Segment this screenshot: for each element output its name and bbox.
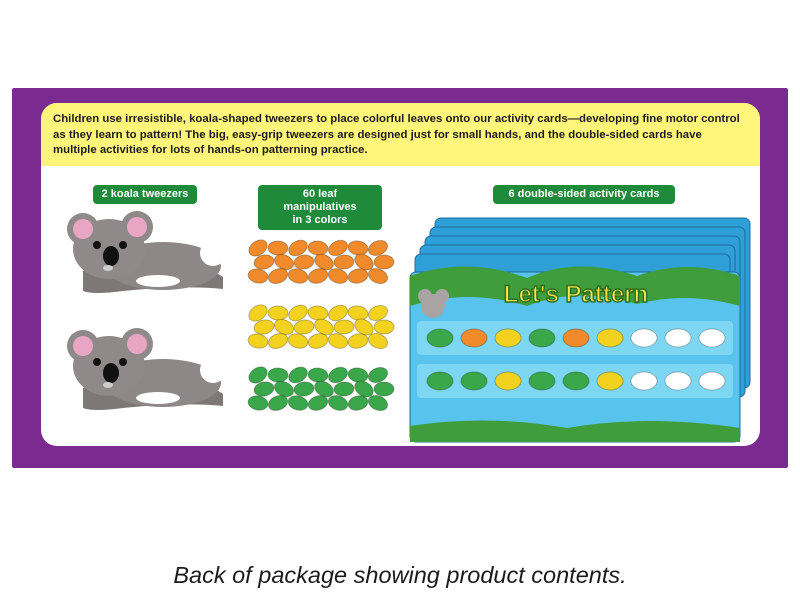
yellow-leaf bbox=[287, 333, 309, 349]
green-leaf bbox=[327, 395, 349, 411]
orange-leaf bbox=[373, 254, 395, 270]
card-leaf-slot bbox=[630, 371, 658, 391]
package-back: Children use irresistible, koala-shaped … bbox=[12, 88, 788, 468]
card-leaf-slot bbox=[528, 328, 556, 348]
green-leaf bbox=[328, 366, 348, 384]
green-leaf bbox=[247, 395, 269, 411]
yellow-leaf bbox=[307, 305, 329, 321]
orange-leaf bbox=[287, 268, 309, 284]
yellow-leaf bbox=[328, 304, 348, 322]
green-leaf bbox=[267, 367, 289, 383]
card-title: Let's Pattern bbox=[503, 280, 649, 308]
card-leaf-slot bbox=[460, 328, 488, 348]
orange-leaf bbox=[293, 254, 315, 270]
orange-leaf bbox=[267, 268, 289, 284]
koala-tweezer-bottom bbox=[67, 328, 226, 410]
green-leaf bbox=[248, 366, 268, 384]
yellow-leaf bbox=[354, 318, 374, 336]
label-leaves-line1: 60 leaf manipulatives bbox=[283, 188, 357, 213]
green-leaf bbox=[347, 395, 369, 411]
yellow-leaf bbox=[367, 304, 389, 322]
orange-leaf bbox=[367, 267, 389, 285]
yellow-leaf bbox=[333, 319, 355, 335]
green-leaf bbox=[373, 381, 395, 397]
card-leaf-slot bbox=[528, 371, 556, 391]
green-leaf bbox=[267, 395, 289, 411]
card-leaf-slot bbox=[426, 328, 454, 348]
card-leaf-slot bbox=[698, 371, 726, 391]
yellow-leaf bbox=[347, 333, 369, 349]
label-leaf-manipulatives: 60 leaf manipulatives in 3 colors bbox=[258, 185, 382, 230]
orange-leaf bbox=[307, 240, 329, 256]
koala-tweezer-top bbox=[67, 211, 226, 293]
yellow-leaf bbox=[367, 332, 389, 350]
yellow-leaf bbox=[307, 333, 329, 349]
orange-leaf bbox=[267, 240, 289, 256]
card-leaf-slot bbox=[698, 328, 726, 348]
yellow-leaf bbox=[267, 305, 289, 321]
orange-leaf bbox=[248, 239, 268, 257]
yellow-leaf bbox=[314, 318, 334, 336]
green-leaf bbox=[288, 366, 308, 384]
yellow-leaf bbox=[373, 319, 395, 335]
card-leaf-slot bbox=[596, 371, 624, 391]
yellow-leaf bbox=[347, 305, 369, 321]
card-leaf-slot bbox=[562, 371, 590, 391]
image-caption: Back of package showing product contents… bbox=[173, 562, 627, 588]
card-pattern-row-1 bbox=[426, 328, 726, 348]
green-leaf bbox=[273, 380, 295, 398]
green-leaf bbox=[314, 380, 334, 398]
card-leaf-slot bbox=[494, 371, 522, 391]
label-activity-cards: 6 double-sided activity cards bbox=[493, 185, 675, 204]
yellow-leaf bbox=[267, 333, 289, 349]
yellow-leaf bbox=[293, 319, 315, 335]
card-leaf-slot bbox=[460, 371, 488, 391]
leaf-pile-orange bbox=[247, 239, 395, 285]
green-leaf bbox=[253, 381, 275, 397]
leaf-pile-yellow bbox=[247, 304, 395, 350]
card-leaf-slot bbox=[596, 328, 624, 348]
yellow-leaf bbox=[327, 333, 349, 349]
orange-leaf bbox=[273, 253, 295, 271]
orange-leaf bbox=[333, 254, 355, 270]
green-leaf bbox=[354, 380, 374, 398]
leaf-pile-green bbox=[247, 366, 395, 412]
green-leaf bbox=[307, 367, 329, 383]
card-leaf-slot bbox=[664, 328, 692, 348]
orange-leaf bbox=[328, 239, 348, 257]
green-leaf bbox=[347, 367, 369, 383]
green-leaf bbox=[367, 366, 389, 384]
label-koala-tweezers: 2 koala tweezers bbox=[93, 185, 197, 204]
contents-panel: Children use irresistible, koala-shaped … bbox=[41, 103, 760, 446]
yellow-leaf bbox=[247, 333, 269, 349]
card-pattern-row-2 bbox=[426, 371, 726, 391]
orange-leaf bbox=[314, 253, 334, 271]
orange-leaf bbox=[247, 268, 269, 284]
green-leaf bbox=[293, 381, 315, 397]
label-leaves-line2: in 3 colors bbox=[292, 214, 348, 226]
orange-leaf bbox=[288, 239, 308, 257]
card-leaf-slot bbox=[630, 328, 658, 348]
yellow-leaf bbox=[273, 318, 295, 336]
orange-leaf bbox=[347, 268, 369, 284]
green-leaf bbox=[287, 395, 309, 411]
yellow-leaf bbox=[288, 304, 308, 322]
orange-leaf bbox=[327, 268, 349, 284]
card-leaf-slot bbox=[562, 328, 590, 348]
green-leaf bbox=[333, 381, 355, 397]
green-leaf bbox=[367, 394, 389, 412]
green-leaf bbox=[307, 395, 329, 411]
card-leaf-slot bbox=[664, 371, 692, 391]
yellow-leaf bbox=[248, 304, 268, 322]
intro-text: Children use irresistible, koala-shaped … bbox=[41, 103, 760, 166]
orange-leaf bbox=[354, 253, 374, 271]
card-leaf-slot bbox=[426, 371, 454, 391]
orange-leaf bbox=[347, 240, 369, 256]
orange-leaf bbox=[367, 239, 389, 257]
orange-leaf bbox=[307, 268, 329, 284]
orange-leaf bbox=[253, 254, 275, 270]
card-leaf-slot bbox=[494, 328, 522, 348]
yellow-leaf bbox=[253, 319, 275, 335]
